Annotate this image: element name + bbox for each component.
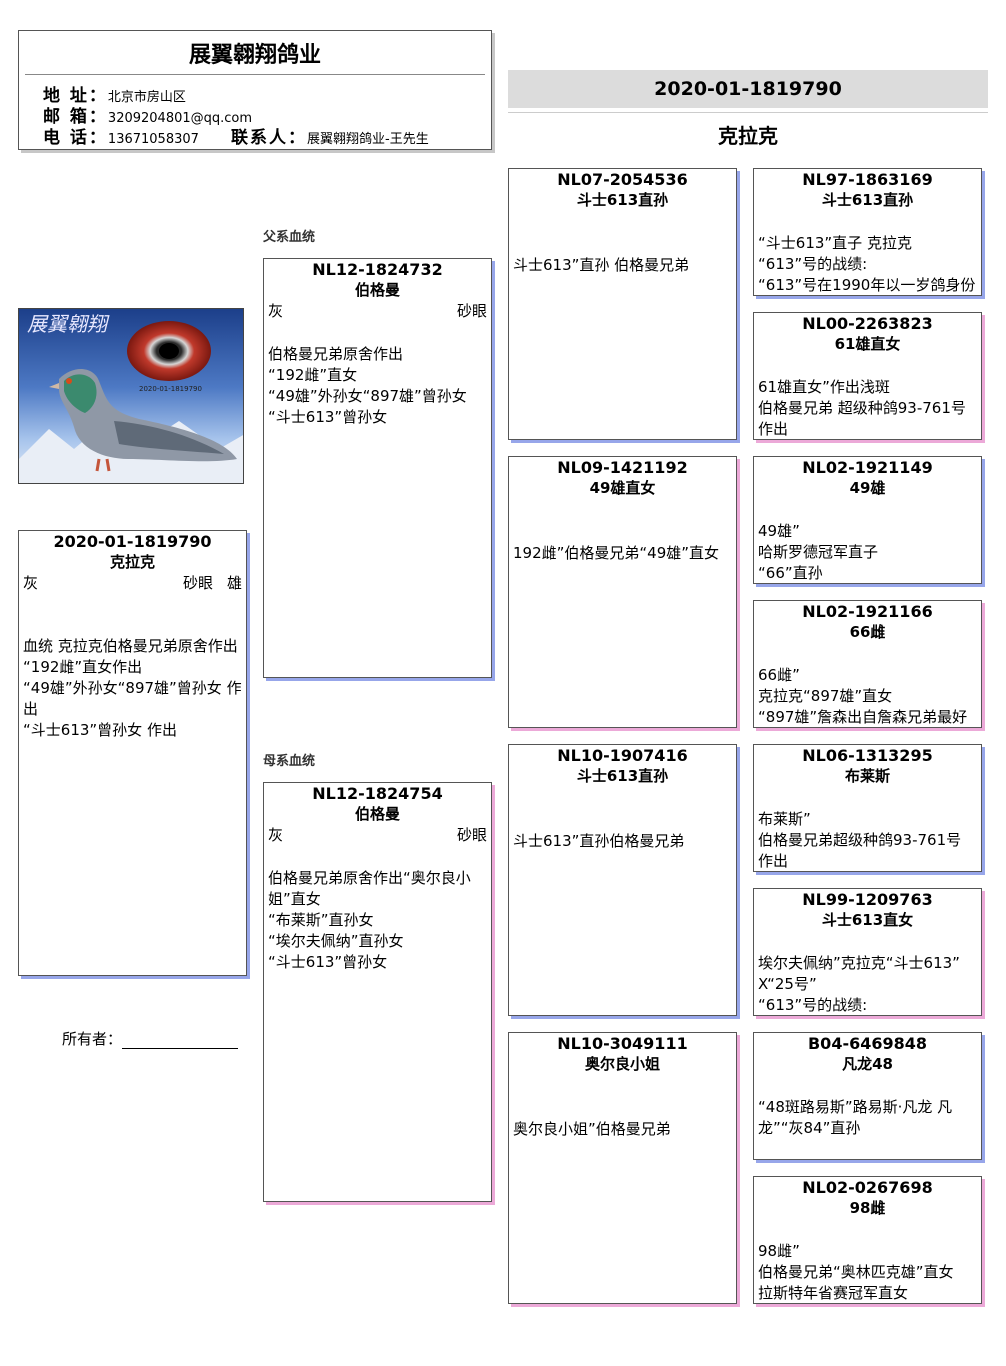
great-grandparent-description: “斗士613”直子 克拉克 “613”号的战绩: “613”号在1990年以一岁… — [754, 233, 981, 296]
great-grandparent-name: 斗士613直孙 — [754, 190, 981, 210]
sire-description: 伯格曼兄弟原舍作出 “192雌”直女 “49雄”外孙女“897雄”曾孙女 “斗士… — [264, 344, 491, 428]
pigeon-illustration: 展翼翱翔 2020-01-1819790 — [19, 309, 244, 484]
sire-ring: NL12-1824732 — [264, 260, 491, 280]
great-grandparent-card[interactable]: NL02-1921166 66雌 66雌” 克拉克“897雄”直女 “897雄”… — [753, 600, 982, 728]
grandparent-name: 奥尔良小姐 — [509, 1054, 736, 1074]
header-divider — [25, 74, 485, 75]
great-grandparent-description: 98雌” 伯格曼兄弟“奥林匹克雄”直女 拉斯特年省赛冠军直女 — [754, 1241, 981, 1304]
grandparent-ring: NL10-1907416 — [509, 746, 736, 766]
grandparent-description: 192雌”伯格曼兄弟“49雄”直女 — [509, 543, 736, 564]
grandparent-name: 斗士613直孙 — [509, 190, 736, 210]
great-grandparent-ring: NL02-1921149 — [754, 458, 981, 478]
sire-attributes: 灰 砂眼 — [268, 301, 487, 322]
grandparent-name: 斗士613直孙 — [509, 766, 736, 786]
great-grandparent-card[interactable]: NL06-1313295 布莱斯 布莱斯” 伯格曼兄弟超级种鸽93-761号 作… — [753, 744, 982, 872]
great-grandparent-card[interactable]: NL99-1209763 斗士613直女 埃尔夫佩纳”克拉克“斗士613” X“… — [753, 888, 982, 1016]
email-key: 邮 箱： — [43, 107, 108, 127]
great-grandparent-ring: NL97-1863169 — [754, 170, 981, 190]
great-grandparent-ring: NL99-1209763 — [754, 890, 981, 910]
subject-name-title: 克拉克 — [508, 120, 988, 149]
photo-title-art: 展翼翱翔 — [27, 312, 110, 336]
banner-divider — [508, 112, 988, 113]
dam-name: 伯格曼 — [264, 804, 491, 824]
grandparent-card[interactable]: NL10-3049111 奥尔良小姐 奥尔良小姐”伯格曼兄弟 — [508, 1032, 737, 1304]
great-grandparent-description: 66雌” 克拉克“897雄”直女 “897雄”詹森出自詹森兄弟最好 — [754, 665, 981, 728]
great-grandparent-name: 66雌 — [754, 622, 981, 642]
great-grandparent-ring: NL02-0267698 — [754, 1178, 981, 1198]
photo-caption: 2020-01-1819790 — [139, 385, 202, 393]
grandparent-description: 斗士613”直孙 伯格曼兄弟 — [509, 255, 736, 276]
great-grandparent-ring: NL06-1313295 — [754, 746, 981, 766]
phone-key: 电 话： — [43, 128, 108, 148]
phone-value: 13671058307 — [108, 132, 199, 147]
subject-name: 克拉克 — [19, 552, 246, 572]
subject-description: 血统 克拉克伯格曼兄弟原舍作出 “192雌”直女作出 “49雄”外孙女“897雄… — [19, 636, 246, 741]
dam-eye: 砂眼 — [457, 825, 487, 846]
great-grandparent-card[interactable]: B04-6469848 凡龙48 “48斑路易斯”路易斯·凡龙 凡 龙”“灰84… — [753, 1032, 982, 1160]
sire-eye: 砂眼 — [457, 301, 487, 322]
breeder-header-card: 展翼翱翔鸽业 地 址：北京市房山区 邮 箱：3209204801@qq.com … — [18, 30, 492, 150]
grandparent-card[interactable]: NL07-2054536 斗士613直孙 斗士613”直孙 伯格曼兄弟 — [508, 168, 737, 440]
contact-person: 联系人：展翼翱翔鸽业-王先生 — [231, 127, 429, 150]
great-grandparent-name: 61雄直女 — [754, 334, 981, 354]
great-grandparent-card[interactable]: NL02-0267698 98雌 98雌” 伯格曼兄弟“奥林匹克雄”直女 拉斯特… — [753, 1176, 982, 1304]
grandparent-ring: NL10-3049111 — [509, 1034, 736, 1054]
grandparent-description: 斗士613”直孙伯格曼兄弟 — [509, 831, 736, 852]
great-grandparent-name: 98雌 — [754, 1198, 981, 1218]
subject-eye: 砂眼 — [183, 573, 213, 594]
great-grandparent-card[interactable]: NL02-1921149 49雄 49雄” 哈斯罗德冠军直子 “66”直孙 — [753, 456, 982, 584]
great-grandparent-ring: B04-6469848 — [754, 1034, 981, 1054]
grandparent-name: 49雄直女 — [509, 478, 736, 498]
grandparent-description: 奥尔良小姐”伯格曼兄弟 — [509, 1119, 736, 1140]
phone-row: 电 话：13671058307 联系人：展翼翱翔鸽业-王先生 — [43, 127, 483, 148]
dam-attributes: 灰 砂眼 — [268, 825, 487, 846]
maternal-label: 母系血统 — [263, 750, 315, 769]
grandparent-card[interactable]: NL09-1421192 49雄直女 192雌”伯格曼兄弟“49雄”直女 — [508, 456, 737, 728]
sire-card[interactable]: NL12-1824732 伯格曼 灰 砂眼 伯格曼兄弟原舍作出 “192雌”直女… — [263, 258, 492, 678]
owner-field[interactable]: 所有者： — [62, 1028, 238, 1049]
great-grandparent-description: 布莱斯” 伯格曼兄弟超级种鸽93-761号 作出 — [754, 809, 981, 872]
great-grandparent-description: “48斑路易斯”路易斯·凡龙 凡 龙”“灰84”直孙 — [754, 1097, 981, 1139]
contact-key: 联系人： — [231, 128, 307, 148]
dam-card[interactable]: NL12-1824754 伯格曼 灰 砂眼 伯格曼兄弟原舍作出“奥尔良小姐”直女… — [263, 782, 492, 1202]
sire-color: 灰 — [268, 301, 283, 322]
email-value[interactable]: 3209204801@qq.com — [108, 111, 252, 126]
great-grandparent-name: 斗士613直女 — [754, 910, 981, 930]
great-grandparent-description: 49雄” 哈斯罗德冠军直子 “66”直孙 — [754, 521, 981, 584]
grandparent-card[interactable]: NL10-1907416 斗士613直孙 斗士613”直孙伯格曼兄弟 — [508, 744, 737, 1016]
company-name: 展翼翱翔鸽业 — [19, 37, 491, 69]
great-grandparent-description: 埃尔夫佩纳”克拉克“斗士613” X“25号” “613”号的战绩: — [754, 953, 981, 1016]
dam-color: 灰 — [268, 825, 283, 846]
address-key: 地 址： — [43, 86, 108, 106]
subject-color: 灰 — [23, 573, 38, 594]
sire-name: 伯格曼 — [264, 280, 491, 300]
great-grandparent-description: 61雄直女”作出浅斑 伯格曼兄弟 超级种鸽93-761号 作出 — [754, 377, 981, 440]
address-value: 北京市房山区 — [108, 90, 186, 105]
dam-ring: NL12-1824754 — [264, 784, 491, 804]
grandparent-ring: NL09-1421192 — [509, 458, 736, 478]
great-grandparent-ring: NL02-1921166 — [754, 602, 981, 622]
great-grandparent-ring: NL00-2263823 — [754, 314, 981, 334]
great-grandparent-name: 凡龙48 — [754, 1054, 981, 1074]
contact-value: 展翼翱翔鸽业-王先生 — [307, 132, 429, 147]
address-row: 地 址：北京市房山区 — [43, 85, 186, 106]
owner-label: 所有者： — [62, 1030, 122, 1048]
subject-sex: 雄 — [227, 573, 242, 594]
pigeon-photo: 展翼翱翔 2020-01-1819790 — [18, 308, 244, 484]
great-grandparent-name: 49雄 — [754, 478, 981, 498]
great-grandparent-name: 布莱斯 — [754, 766, 981, 786]
subject-ring-banner: 2020-01-1819790 — [508, 70, 988, 108]
great-grandparent-card[interactable]: NL97-1863169 斗士613直孙 “斗士613”直子 克拉克 “613”… — [753, 168, 982, 296]
paternal-label: 父系血统 — [263, 226, 315, 245]
great-grandparent-card[interactable]: NL00-2263823 61雄直女 61雄直女”作出浅斑 伯格曼兄弟 超级种鸽… — [753, 312, 982, 440]
subject-bird-card[interactable]: 2020-01-1819790 克拉克 灰 砂眼 雄 血统 克拉克伯格曼兄弟原舍… — [18, 530, 247, 976]
grandparent-ring: NL07-2054536 — [509, 170, 736, 190]
email-row: 邮 箱：3209204801@qq.com — [43, 106, 252, 127]
subject-attributes: 灰 砂眼 雄 — [23, 573, 242, 594]
dam-description: 伯格曼兄弟原舍作出“奥尔良小姐”直女 “布莱斯”直孙女 “埃尔夫佩纳”直孙女 “… — [264, 868, 491, 973]
subject-ring: 2020-01-1819790 — [19, 532, 246, 552]
owner-signature-line[interactable] — [122, 1032, 238, 1049]
